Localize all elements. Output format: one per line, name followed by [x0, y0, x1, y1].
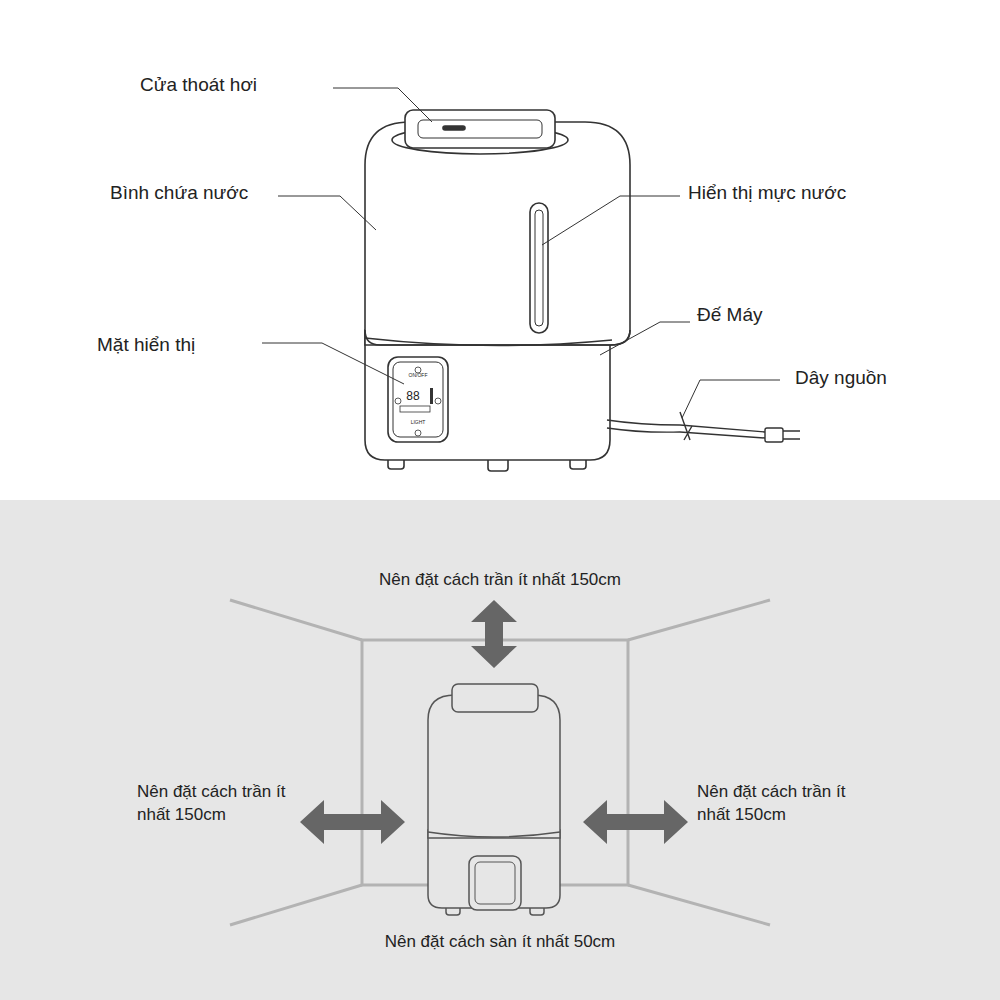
humidifier-placement: [428, 684, 560, 915]
part-label: Đế Máy: [697, 302, 762, 328]
display-digits: 88: [406, 388, 419, 404]
leader-lines: [262, 88, 780, 418]
part-label: Bình chứa nước: [110, 180, 248, 206]
part-label: Hiển thị mực nước: [688, 180, 846, 206]
room-walls: [230, 600, 770, 925]
placement-note: Nên đặt cách sàn ít nhất 50cm: [385, 931, 616, 954]
bottom-panel: [0, 500, 1000, 1000]
placement-note: Nên đặt cách trần ít nhất 150cm: [697, 781, 872, 827]
button-label: ON/OFF: [409, 373, 428, 378]
top-panel: [0, 0, 1000, 500]
part-label: Cửa thoát hơi: [140, 72, 257, 98]
placement-note: Nên đặt cách trần ít nhất 150cm: [379, 569, 621, 592]
humidifier-top: [365, 110, 630, 471]
button-label: LIGHT: [411, 420, 426, 425]
power-cord: [607, 412, 800, 442]
distance-arrows: [300, 600, 688, 844]
part-label: Mặt hiển thị: [97, 332, 195, 358]
part-label: Dây nguồn: [795, 365, 887, 391]
placement-note: Nên đặt cách trần ít nhất 150cm: [137, 781, 312, 827]
